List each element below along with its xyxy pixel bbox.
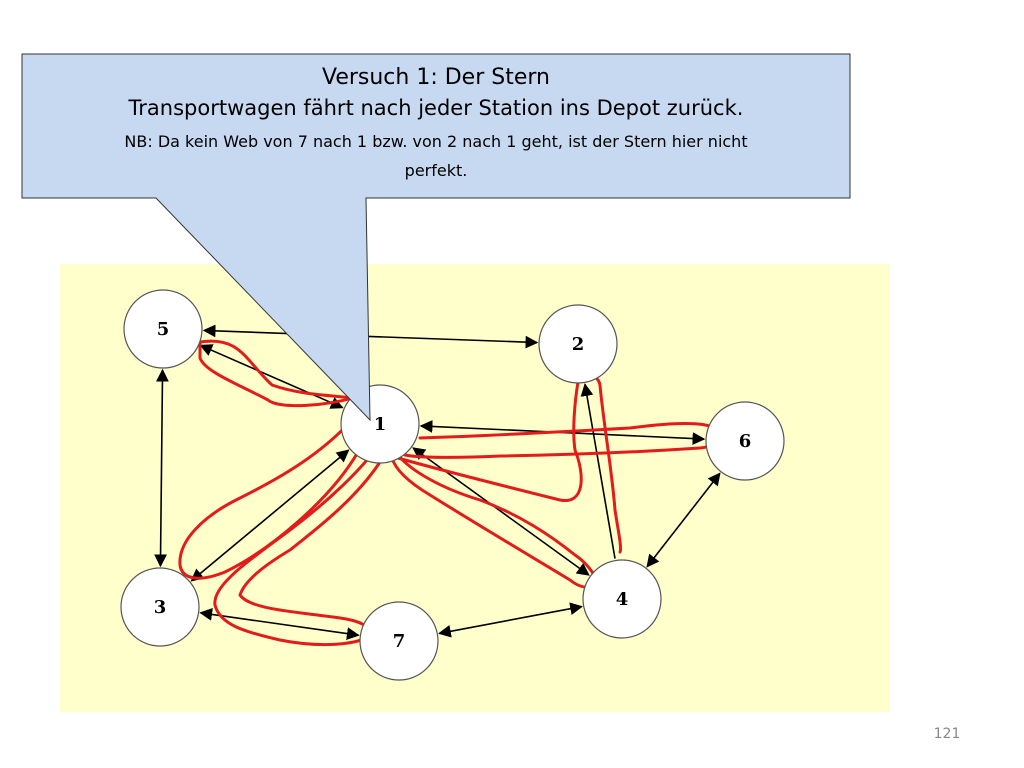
edge-4-2 (580, 383, 616, 559)
node-label: 2 (572, 334, 585, 355)
node-label: 6 (739, 431, 752, 452)
node-circle (123, 289, 203, 369)
speech-callout: Versuch 1: Der Stern Transportwagen fähr… (21, 53, 851, 422)
node-label: 4 (616, 589, 629, 610)
node-2: 2 (538, 304, 618, 384)
node-circle (538, 304, 618, 384)
edge-3-7 (199, 608, 360, 640)
callout-note-line2: perfekt. (405, 161, 468, 180)
node-circle (359, 601, 439, 681)
node-5: 5 (123, 289, 203, 369)
node-label: 3 (154, 597, 167, 618)
node-6: 6 (705, 401, 785, 481)
callout-bubble (21, 53, 851, 422)
callout-subtitle: Transportwagen fährt nach jeder Station … (128, 96, 744, 120)
node-label: 5 (157, 319, 170, 340)
node-label: 1 (374, 414, 387, 435)
node-label: 7 (393, 631, 406, 652)
edge-5-1 (199, 344, 344, 409)
edge-7-4 (438, 602, 583, 638)
node-circle (120, 567, 200, 647)
callout-note-line1: NB: Da kein Web von 7 nach 1 bzw. von 2 … (124, 132, 747, 151)
tour-loop-1-2 (396, 374, 622, 554)
edge-5-3 (154, 368, 169, 568)
edges-layer (154, 324, 721, 640)
edge-6-4 (646, 472, 721, 568)
edge-1-3 (190, 449, 350, 582)
edge-5-2 (202, 324, 539, 349)
node-circle (705, 401, 785, 481)
node-3: 3 (120, 567, 200, 647)
node-circle (582, 559, 662, 639)
callout-title: Versuch 1: Der Stern (322, 65, 550, 90)
page-number: 121 (933, 726, 961, 742)
node-7: 7 (359, 601, 439, 681)
node-4: 4 (582, 559, 662, 639)
